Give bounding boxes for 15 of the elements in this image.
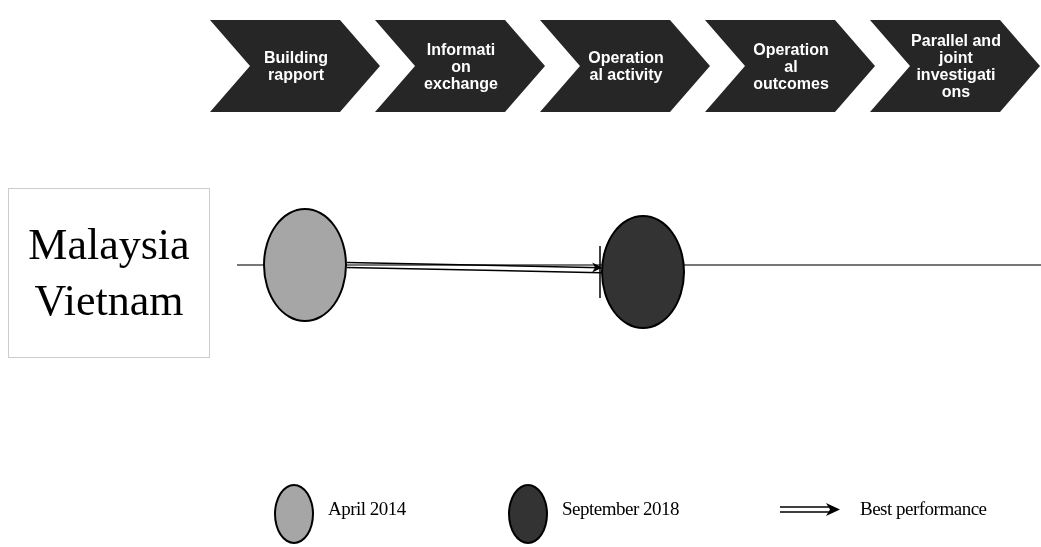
double-arrow (346, 261, 603, 274)
legend-label: September 2018 (562, 498, 679, 520)
chevron-step (870, 20, 1040, 112)
legend-label: April 2014 (328, 498, 406, 520)
step-label: Informati on exchange (423, 40, 499, 92)
step-label: Building rapport (263, 49, 329, 83)
step-label: Parallel and joint investigati ons (910, 32, 1002, 100)
chevron-step (210, 20, 380, 112)
chevron-step (375, 20, 545, 112)
legend-label: Best performance (860, 498, 987, 520)
chevron-step (540, 20, 710, 112)
step-label: Operation al outcomes (752, 40, 830, 92)
country-label-box: Malaysia Vietnam (8, 188, 210, 358)
step-label: Operation al activity (587, 49, 665, 83)
chevron-step (705, 20, 875, 112)
